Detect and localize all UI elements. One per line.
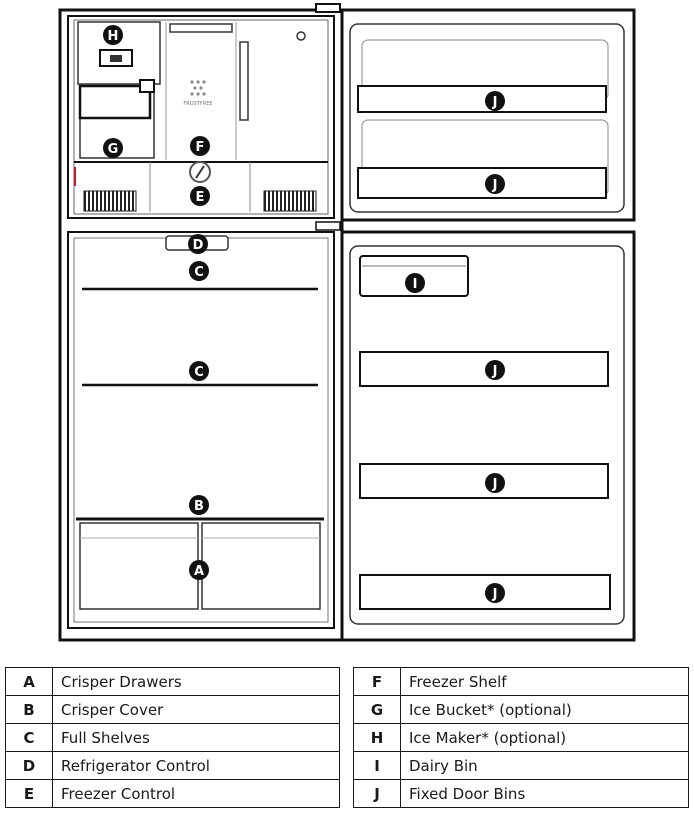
crisper-drawer-left — [79, 522, 199, 610]
legend-letter: G — [353, 695, 401, 724]
freezer-grille-right — [263, 190, 317, 212]
svg-text:J: J — [492, 364, 498, 379]
refrigerator-compartment — [76, 235, 324, 610]
snowflake-icon — [190, 80, 206, 96]
freezer-control-dial — [189, 161, 211, 183]
callout-a: A — [189, 560, 209, 580]
svg-text:C: C — [194, 365, 204, 380]
callout-j-1: J — [485, 91, 505, 111]
callout-j-3: J — [485, 360, 505, 380]
legend-letter: E — [5, 779, 53, 808]
refrigerator-door-bin-3 — [359, 574, 611, 610]
svg-text:J: J — [492, 95, 498, 110]
callout-g: G — [103, 138, 123, 158]
callout-d: D — [188, 234, 208, 254]
legend-label: Freezer Control — [52, 779, 340, 808]
legend-label: Full Shelves — [52, 723, 340, 752]
svg-text:G: G — [108, 142, 119, 157]
legend-label: Crisper Drawers — [52, 667, 340, 696]
svg-text:A: A — [194, 564, 204, 579]
svg-text:H: H — [108, 29, 119, 44]
svg-text:E: E — [196, 190, 205, 205]
freezer-door — [340, 8, 636, 222]
cabinet-body — [58, 3, 344, 642]
legend-letter: D — [5, 751, 53, 780]
svg-text:J: J — [492, 178, 498, 193]
svg-text:J: J — [492, 477, 498, 492]
callout-i: I — [405, 273, 425, 293]
legend-letter: C — [5, 723, 53, 752]
legend-letter: B — [5, 695, 53, 724]
callout-c-lower: C — [189, 361, 209, 381]
brand-label: FROSTFREE — [183, 101, 212, 107]
legend-letter: F — [353, 667, 401, 696]
svg-text:D: D — [193, 238, 204, 253]
callout-c-upper: C — [189, 261, 209, 281]
legend-label: Ice Maker* (optional) — [400, 723, 689, 752]
ice-bucket — [78, 79, 155, 159]
callout-f: F — [190, 136, 210, 156]
svg-text:J: J — [492, 587, 498, 602]
svg-text:I: I — [413, 277, 418, 292]
legend-label: Refrigerator Control — [52, 751, 340, 780]
legend-label: Freezer Shelf — [400, 667, 689, 696]
refrigerator-door-bin-2 — [359, 463, 609, 499]
svg-text:C: C — [194, 265, 204, 280]
callout-j-5: J — [485, 583, 505, 603]
refrigerator-door — [340, 230, 636, 642]
freezer-grille-left — [83, 190, 137, 212]
legend-label: Dairy Bin — [400, 751, 689, 780]
legend-letter: I — [353, 751, 401, 780]
freezer-door-bin-upper — [357, 85, 607, 113]
svg-text:F: F — [196, 140, 205, 155]
callout-b: B — [189, 495, 209, 515]
legend-label: Ice Bucket* (optional) — [400, 695, 689, 724]
callout-h: H — [103, 25, 123, 45]
crisper-drawer-right — [201, 522, 321, 610]
refrigerator-door-bin-1 — [359, 351, 609, 387]
callout-e: E — [190, 186, 210, 206]
callout-j-4: J — [485, 473, 505, 493]
legend-label: Crisper Cover — [52, 695, 340, 724]
callout-j-2: J — [485, 174, 505, 194]
legend-letter: J — [353, 779, 401, 808]
freezer-door-bin-lower — [357, 167, 607, 199]
legend-letter: A — [5, 667, 53, 696]
legend-label: Fixed Door Bins — [400, 779, 689, 808]
refrigerator-diagram: FROSTFREE — [58, 3, 636, 642]
svg-text:B: B — [194, 499, 204, 514]
legend-letter: H — [353, 723, 401, 752]
